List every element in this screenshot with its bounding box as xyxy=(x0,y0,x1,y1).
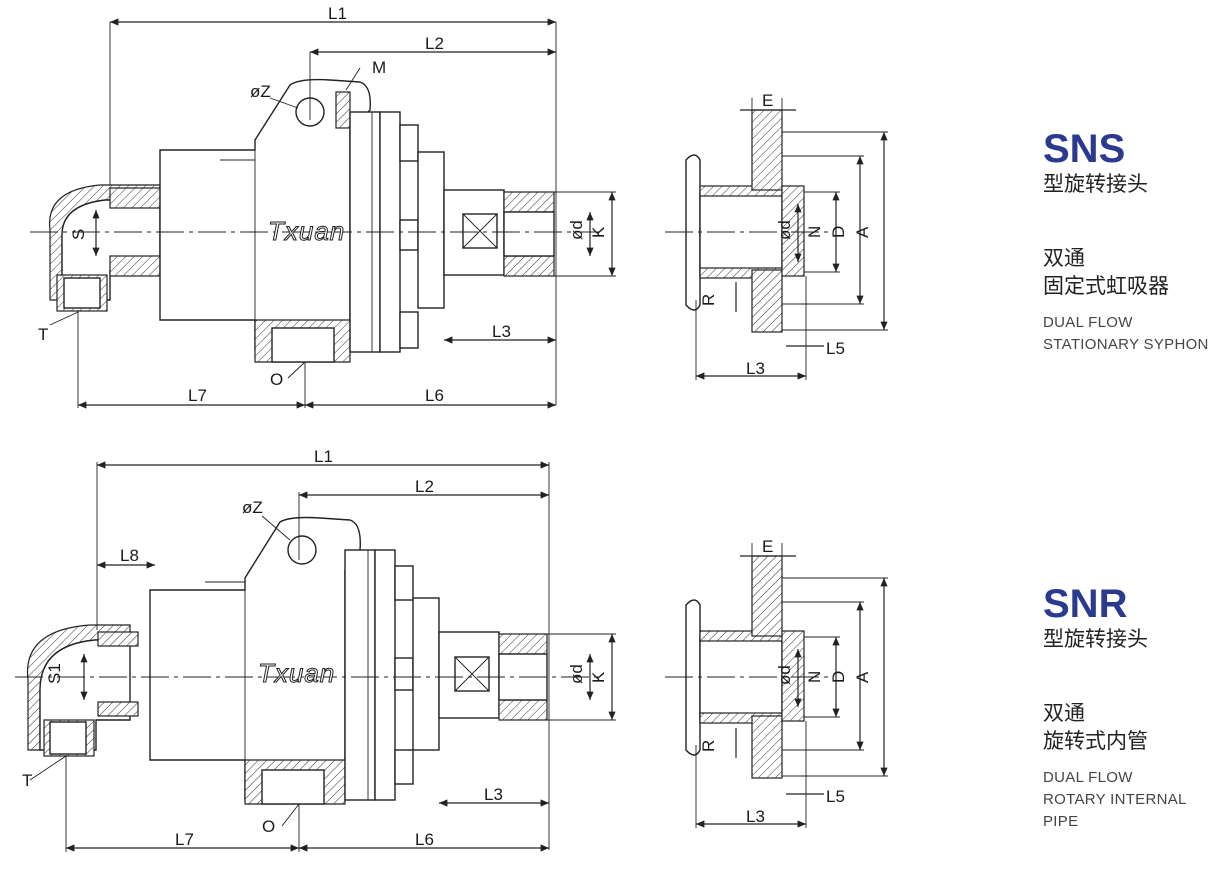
sns-label-t: T xyxy=(38,325,48,344)
snr-flow-en: DUAL FLOW xyxy=(1043,769,1133,786)
snr-end-view xyxy=(665,543,888,828)
snr-label-l8: L8 xyxy=(120,546,139,565)
snr-label-l3: L3 xyxy=(484,785,503,804)
sns-description: SNS 型旋转接头 双通 固定式虹吸器 DUAL FLOW STATIONARY… xyxy=(1043,128,1209,356)
sns-label-l7: L7 xyxy=(188,386,207,405)
snr-side-view xyxy=(15,516,600,805)
sns-label-n: N xyxy=(805,226,824,238)
snr-flow-cn: 双通 xyxy=(1043,701,1085,725)
snr-label-l6: L6 xyxy=(415,830,434,849)
snr-label-e: E xyxy=(762,537,773,556)
snr-label-phid: ød xyxy=(567,664,586,684)
snr-label-a: A xyxy=(853,671,872,683)
sns-label-e: E xyxy=(762,91,773,110)
sns-label-end-l3: L3 xyxy=(746,359,765,378)
sns-label-l6: L6 xyxy=(425,386,444,405)
sns-mode-en: STATIONARY SYPHON xyxy=(1043,336,1209,353)
sns-logo: Txuan xyxy=(268,216,345,246)
snr-label-d: D xyxy=(829,671,848,683)
snr-mode-en: ROTARY INTERNAL PIPE xyxy=(1043,791,1187,830)
sns-label-l1: L1 xyxy=(328,4,347,23)
snr-dimensions xyxy=(29,461,616,852)
sns-label-l5: L5 xyxy=(826,339,845,358)
snr-mode-cn: 旋转式内管 xyxy=(1043,729,1148,753)
snr-label-end-l3: L3 xyxy=(746,807,765,826)
snr-label-l7: L7 xyxy=(175,830,194,849)
sns-label-k: K xyxy=(589,226,608,238)
snr-label-phiz: øZ xyxy=(242,498,263,517)
sns-label-phid: ød xyxy=(567,220,586,240)
snr-label-l2: L2 xyxy=(415,477,434,496)
sns-label-s: S xyxy=(69,229,88,240)
sns-label-a: A xyxy=(853,226,872,238)
sns-label-l2: L2 xyxy=(425,34,444,53)
snr-label-r: R xyxy=(699,740,718,752)
sns-dimensions xyxy=(49,18,616,409)
sns-type-cn: 型旋转接头 xyxy=(1043,172,1148,196)
snr-label-l1: L1 xyxy=(314,447,333,466)
sns-label-end-phid: ød xyxy=(775,220,794,240)
sns-end-view xyxy=(665,98,888,380)
snr-label-n: N xyxy=(805,671,824,683)
snr-label-k: K xyxy=(589,671,608,683)
snr-type-cn: 型旋转接头 xyxy=(1043,627,1148,651)
sns-flow-en: DUAL FLOW xyxy=(1043,314,1133,331)
snr-model: SNR xyxy=(1043,582,1128,626)
sns-label-phiz: øZ xyxy=(250,82,271,101)
snr-label-end-phid: ød xyxy=(775,665,794,685)
sns-flow-cn: 双通 xyxy=(1043,246,1085,270)
sns-label-l3: L3 xyxy=(492,322,511,341)
snr-label-t: T xyxy=(22,771,32,790)
sns-model: SNS xyxy=(1043,127,1126,171)
sns-side-view xyxy=(30,78,600,363)
snr-label-o: O xyxy=(262,817,275,836)
snr-label-l5: L5 xyxy=(826,787,845,806)
snr-description: SNR 型旋转接头 双通 旋转式内管 DUAL FLOW ROTARY INTE… xyxy=(1043,583,1225,833)
sns-label-r: R xyxy=(699,294,718,306)
snr-label-s1: S1 xyxy=(45,663,64,684)
sns-label-o: O xyxy=(270,370,283,389)
sns-mode-cn: 固定式虹吸器 xyxy=(1043,274,1169,298)
snr-logo: Txuan xyxy=(258,658,335,688)
sns-label-d: D xyxy=(829,226,848,238)
sns-label-m: M xyxy=(372,58,386,77)
